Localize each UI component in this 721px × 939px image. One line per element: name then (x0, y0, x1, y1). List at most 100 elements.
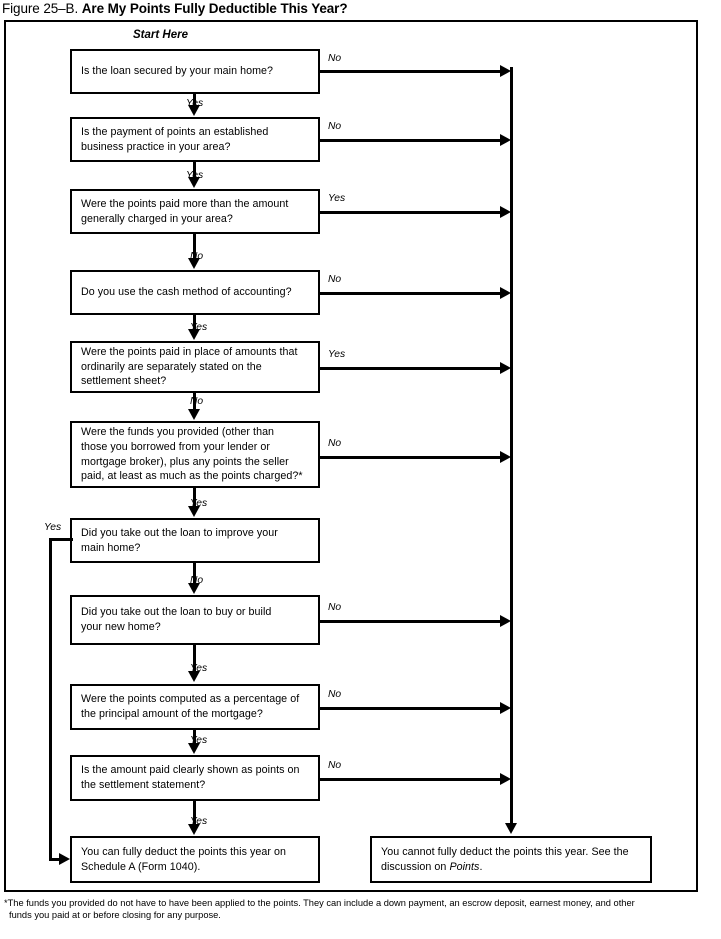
points-reference: Points (449, 860, 480, 873)
connector-q3-right (320, 211, 502, 214)
arrow-right-q3 (500, 206, 511, 218)
connector-q4-right (320, 292, 502, 295)
start-here-label: Start Here (133, 29, 188, 41)
arrow-right-q1 (500, 65, 511, 77)
decision-line: Do you use the cash method of accounting… (81, 286, 292, 299)
connector-q6-right (320, 456, 502, 459)
figure-title-text: Are My Points Fully Deductible This Year… (81, 1, 348, 16)
decision-box-established-practice[interactable]: Is the payment of points an established … (70, 117, 320, 162)
connector-q10-outcome (193, 801, 196, 825)
connector-left-to-outcome-yes (49, 858, 61, 861)
connector-q8-q9 (193, 645, 196, 672)
decision-line: mortgage broker), plus any points the se… (81, 455, 289, 468)
connector-q5-right (320, 367, 502, 370)
arrow-right-to-outcome-yes (59, 853, 70, 865)
decision-line: main home? (81, 541, 141, 554)
outcome-line-2-period: . (479, 860, 483, 873)
edge-label-yes-2: Yes (186, 170, 204, 181)
edge-label-side-no-4: No (328, 274, 342, 285)
edge-label-yes-6: Yes (190, 498, 208, 509)
arrow-right-q6 (500, 451, 511, 463)
edge-label-side-no-9: No (328, 689, 342, 700)
decision-line: the principal amount of the mortgage? (81, 708, 263, 720)
decision-box-improve-main-home[interactable]: Did you take out the loan to improve you… (70, 518, 320, 563)
connector-q6-q7 (193, 488, 196, 507)
connector-q2-right (320, 139, 502, 142)
connector-q8-right (320, 620, 502, 623)
edge-label-side-no-10: No (328, 760, 342, 771)
arrow-right-q4 (500, 287, 511, 299)
arrow-down-q4-q5 (188, 329, 200, 340)
collector-line-left (49, 538, 52, 860)
edge-label-yes-1: Yes (186, 98, 204, 109)
decision-box-cash-method[interactable]: Do you use the cash method of accounting… (70, 270, 320, 315)
decision-box-funds-provided[interactable]: Were the funds you provided (other than … (70, 421, 320, 488)
decision-line: generally charged in your area? (81, 212, 233, 225)
connector-q2-q3 (193, 162, 196, 178)
arrow-right-q9 (500, 702, 511, 714)
arrow-right-q10 (500, 773, 511, 785)
arrow-down-q2-q3 (188, 177, 200, 188)
connector-q7-left (49, 538, 73, 541)
decision-box-percentage-of-principal[interactable]: Were the points computed as a percentage… (70, 684, 320, 730)
edge-label-side-yes-3: Yes (328, 193, 346, 204)
connector-q4-q5 (193, 315, 196, 330)
decision-line: Were the funds you provided (other than (81, 426, 275, 439)
edge-label-yes-4: Yes (190, 322, 208, 333)
footnote-line-1: *The funds you provided do not have to h… (4, 898, 635, 908)
decision-line: Is the loan secured by your main home? (81, 65, 274, 78)
figure-number: Figure 25–B. (2, 1, 79, 16)
decision-box-points-more-than-amount[interactable]: Were the points paid more than the amoun… (70, 189, 320, 234)
decision-line: Is the amount paid clearly shown as poin… (81, 764, 300, 777)
outcome-box-fully-deductible[interactable]: You can fully deduct the points this yea… (70, 836, 320, 883)
edge-label-no-7: No (190, 575, 204, 586)
page-title: Figure 25–B. Are My Points Fully Deducti… (2, 0, 702, 18)
edge-label-side-no-1: No (328, 53, 342, 64)
edge-label-side-yes-7: Yes (44, 522, 62, 533)
connector-q3-q4 (193, 234, 196, 259)
decision-line: ordinarily are separately stated on the (81, 360, 262, 373)
outcome-line: You can fully deduct the points this yea… (81, 845, 286, 858)
outcome-line-2-prefix: discussion on (381, 860, 450, 873)
edge-label-yes-9: Yes (190, 735, 208, 746)
edge-label-no-5: No (190, 396, 204, 407)
arrow-right-q2 (500, 134, 511, 146)
edge-label-side-no-8: No (328, 602, 342, 613)
connector-q9-q10 (193, 730, 196, 744)
connector-q1-q2 (193, 94, 196, 108)
edge-label-side-yes-5: Yes (328, 349, 346, 360)
decision-line: Did you take out the loan to improve you… (81, 526, 278, 539)
collector-line-right (510, 67, 513, 825)
decision-box-buy-or-build[interactable]: Did you take out the loan to buy or buil… (70, 595, 320, 645)
connector-q1-right (320, 70, 502, 73)
footnote: *The funds you provided do not have to h… (4, 898, 714, 921)
outcome-box-not-fully-deductible[interactable]: You cannot fully deduct the points this … (370, 836, 652, 883)
arrow-down-q7-q8 (188, 583, 200, 594)
outcome-line: You cannot fully deduct the points this … (381, 845, 629, 858)
connector-q9-right (320, 707, 502, 710)
connector-q10-right (320, 778, 502, 781)
arrow-down-q9-q10 (188, 743, 200, 754)
decision-box-loan-secured[interactable]: Is the loan secured by your main home? (70, 49, 320, 94)
decision-line: paid, at least as much as the points cha… (81, 470, 303, 483)
edge-label-side-no-2: No (328, 121, 342, 132)
edge-label-side-no-6: No (328, 438, 342, 449)
connector-q7-q8 (193, 563, 196, 584)
decision-box-points-in-place-of-amounts[interactable]: Were the points paid in place of amounts… (70, 341, 320, 393)
arrow-down-q6-q7 (188, 506, 200, 517)
decision-line: Is the payment of points an established (81, 125, 269, 138)
decision-line: your new home? (81, 621, 161, 633)
connector-q5-q6 (193, 393, 196, 410)
arrow-down-q1-q2 (188, 105, 200, 116)
arrow-down-q3-q4 (188, 258, 200, 269)
arrow-down-q5-q6 (188, 409, 200, 420)
decision-line: Were the points paid in place of amounts… (81, 346, 298, 359)
edge-label-no-3: No (190, 251, 204, 262)
arrow-down-q8-q9 (188, 671, 200, 682)
arrow-right-q5 (500, 362, 511, 374)
outcome-line-2: discussion on Points. (381, 860, 641, 875)
outcome-line: Schedule A (Form 1040). (81, 860, 201, 873)
decision-line: Did you take out the loan to buy or buil… (81, 606, 272, 619)
decision-box-shown-as-points[interactable]: Is the amount paid clearly shown as poin… (70, 755, 320, 801)
